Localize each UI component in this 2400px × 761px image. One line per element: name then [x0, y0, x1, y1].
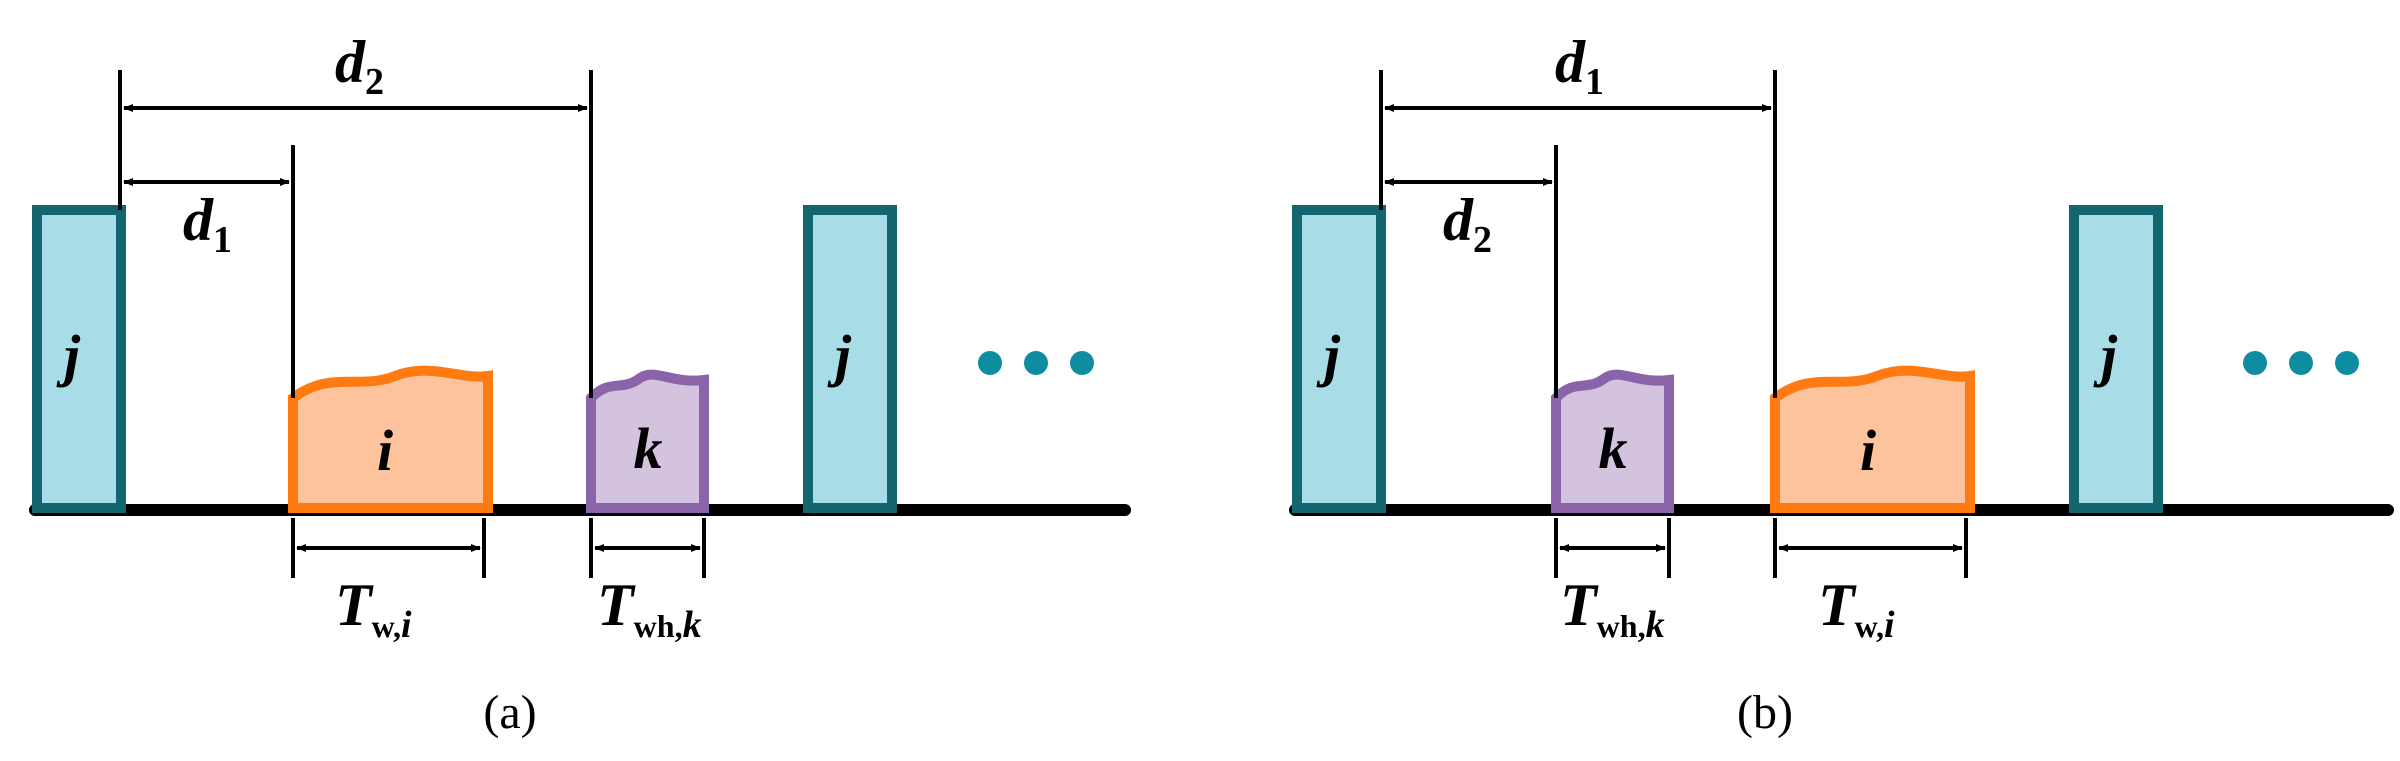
ellipsis-dot — [2335, 351, 2359, 375]
ellipsis-dot — [2243, 351, 2267, 375]
ellipsis: • • • — [2243, 351, 2359, 375]
packet-k: k — [1551, 369, 1674, 513]
packet-i-bar — [1770, 365, 1975, 513]
duration-tw-i: Tw,i — [1773, 518, 1968, 646]
packet-label: k — [634, 416, 663, 481]
ellipsis-dot — [2289, 351, 2313, 375]
packet-label: i — [1860, 418, 1876, 483]
packet-j-bar — [2069, 205, 2163, 513]
panel-caption: (a) — [483, 686, 536, 739]
panel-a: j i k j • • • — [29, 29, 1131, 739]
ellipsis-dot — [978, 351, 1002, 375]
duration-twh-k: Twh,k — [589, 518, 706, 646]
duration-tw-i: Tw,i — [291, 518, 486, 646]
duration-twh-k: Twh,k — [1554, 518, 1671, 646]
panel-b: j k i j • • • — [1289, 29, 2394, 739]
packet-k-bar — [586, 369, 709, 513]
packet-j-left: j — [32, 205, 126, 513]
packet-j-bar — [1292, 205, 1386, 513]
packet-k-bar — [1551, 369, 1674, 513]
packet-k: k — [586, 369, 709, 513]
packet-j-bar — [32, 205, 126, 513]
duration-label: Twh,k — [1560, 572, 1665, 646]
duration-label: Tw,i — [1818, 572, 1895, 646]
interval-d2: d2 — [1384, 178, 1553, 261]
interval-label: d1 — [1555, 29, 1604, 103]
interval-label: d1 — [183, 187, 232, 261]
packet-j-bar — [803, 205, 897, 513]
interval-label: d2 — [335, 29, 384, 103]
packet-j-right: j — [803, 205, 897, 513]
duration-label: Twh,k — [597, 572, 702, 646]
interval-d1: d1 — [1384, 29, 1772, 112]
packet-label: k — [1599, 416, 1628, 481]
ellipsis: • • • — [978, 351, 1094, 375]
packet-i: i — [1770, 365, 1975, 513]
duration-label: Tw,i — [335, 572, 412, 646]
packet-j-left: j — [1292, 205, 1386, 513]
interval-label: d2 — [1443, 187, 1492, 261]
interval-d1: d1 — [123, 178, 290, 261]
panel-caption: (b) — [1737, 686, 1793, 739]
ellipsis-dot — [1024, 351, 1048, 375]
packet-j-right: j — [2069, 205, 2163, 513]
interval-d2: d2 — [123, 29, 588, 112]
packet-i-bar — [288, 365, 493, 513]
packet-label: i — [377, 418, 393, 483]
packet-i: i — [288, 365, 493, 513]
ellipsis-dot — [1070, 351, 1094, 375]
